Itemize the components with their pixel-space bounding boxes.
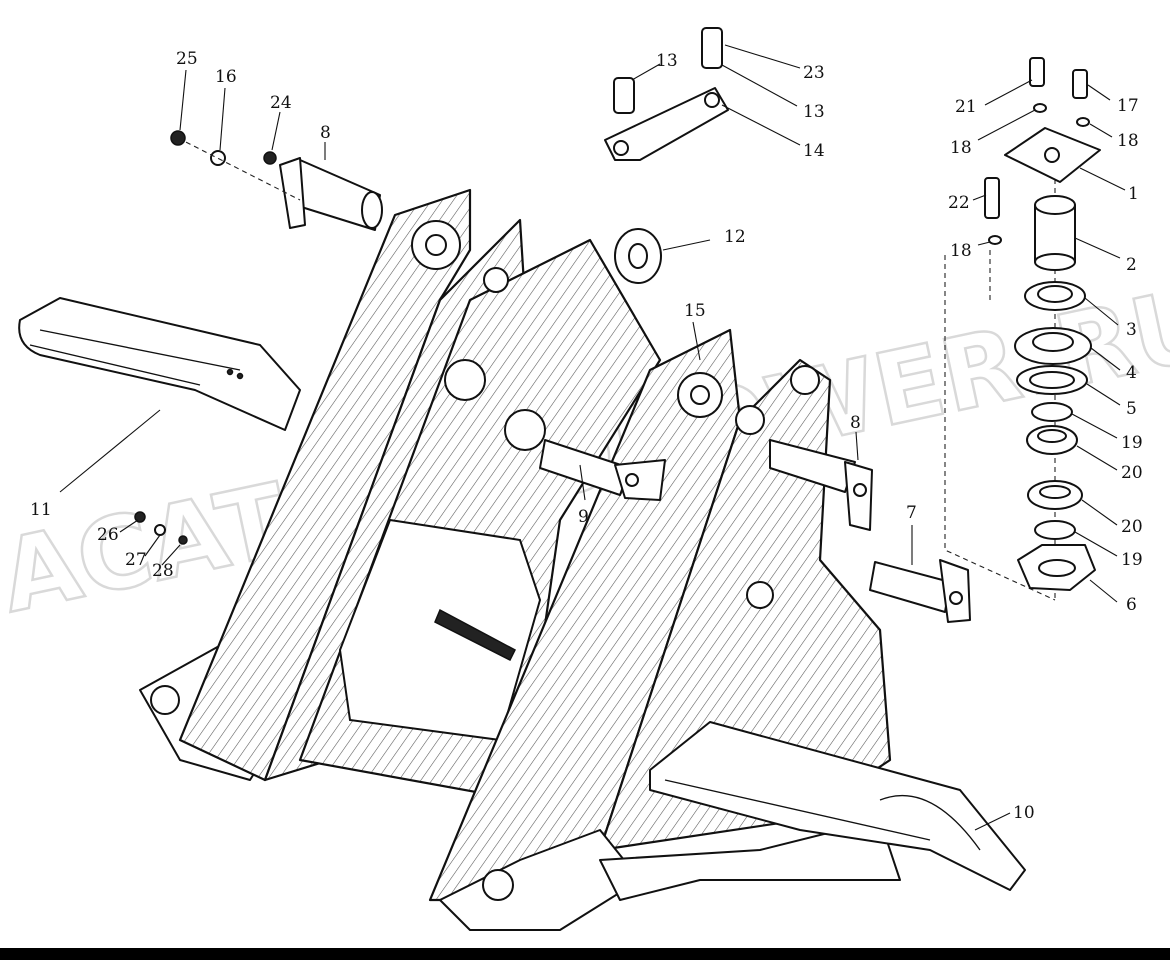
bearing-stack [944, 57, 1101, 601]
part-16-washer [210, 150, 226, 166]
callout-25: 25 [176, 49, 198, 69]
callout-5: 5 [1126, 399, 1137, 419]
callout-2: 2 [1126, 255, 1137, 275]
pivot-hole-mid [444, 359, 486, 401]
leader-lines [59, 44, 1126, 831]
callout-16: 16 [215, 67, 237, 87]
callout-6: 6 [1126, 595, 1137, 615]
part-9-pin [539, 439, 666, 501]
part-27-washer [154, 524, 166, 536]
part-8-pin-right [769, 439, 873, 531]
callout-7: 7 [906, 503, 917, 523]
callout-23: 23 [803, 63, 825, 83]
callout-22: 22 [948, 193, 970, 213]
part-11-fender [18, 297, 301, 431]
callout-21: 21 [955, 97, 977, 117]
part-10-fender [649, 721, 1026, 891]
part-19-ring-top [1031, 402, 1073, 422]
callout-3: 3 [1126, 320, 1137, 340]
callout-12: 12 [724, 227, 746, 247]
callout-18-a: 18 [950, 138, 972, 158]
frame-tail [599, 819, 901, 901]
callout-13-left: 13 [656, 51, 678, 71]
callout-26: 26 [97, 525, 119, 545]
callout-13-right: 13 [803, 102, 825, 122]
callout-9: 9 [578, 507, 589, 527]
callout-24: 24 [270, 93, 292, 113]
part-24-nut [263, 151, 277, 165]
part-7-pin [869, 559, 971, 623]
callout-18-b: 18 [1117, 131, 1139, 151]
part-18-washer-a [1033, 103, 1047, 113]
callout-8-right: 8 [850, 413, 861, 433]
part-18-washer-c [988, 235, 1002, 245]
pivot-hole-rear [483, 267, 509, 293]
callout-10: 10 [1013, 803, 1035, 823]
part-26-bolt [134, 511, 146, 523]
part-22-bolt [984, 177, 1000, 219]
callout-19-bottom: 19 [1121, 550, 1143, 570]
callout-15: 15 [684, 301, 706, 321]
part-13-pin-left [613, 77, 635, 114]
frame-window [338, 518, 542, 742]
callout-8-top: 8 [320, 123, 331, 143]
callout-28: 28 [152, 561, 174, 581]
part-8-pin-top [279, 157, 383, 231]
callout-18-c: 18 [950, 241, 972, 261]
callout-4: 4 [1126, 363, 1137, 383]
callout-14: 14 [803, 141, 825, 161]
part-17-bolt [1072, 69, 1088, 99]
callout-11: 11 [30, 500, 52, 520]
callout-20-bottom: 20 [1121, 517, 1143, 537]
callout-1: 1 [1128, 184, 1139, 204]
part-21-bolt [1029, 57, 1045, 87]
callout-27: 27 [125, 550, 147, 570]
pivot-hole-center [504, 409, 546, 451]
part-14-link [604, 87, 729, 161]
callout-19-top: 19 [1121, 433, 1143, 453]
callout-labels: 25 16 24 8 13 23 13 14 21 17 18 18 1 22 … [30, 49, 1143, 823]
part-19-ring-bottom [1034, 520, 1076, 540]
part-28-nut [178, 535, 188, 545]
part-13-pin-right [701, 27, 723, 69]
callout-17: 17 [1117, 96, 1139, 116]
bottom-border [0, 948, 1170, 960]
callout-20-top: 20 [1121, 463, 1143, 483]
part-18-washer-b [1076, 117, 1090, 127]
